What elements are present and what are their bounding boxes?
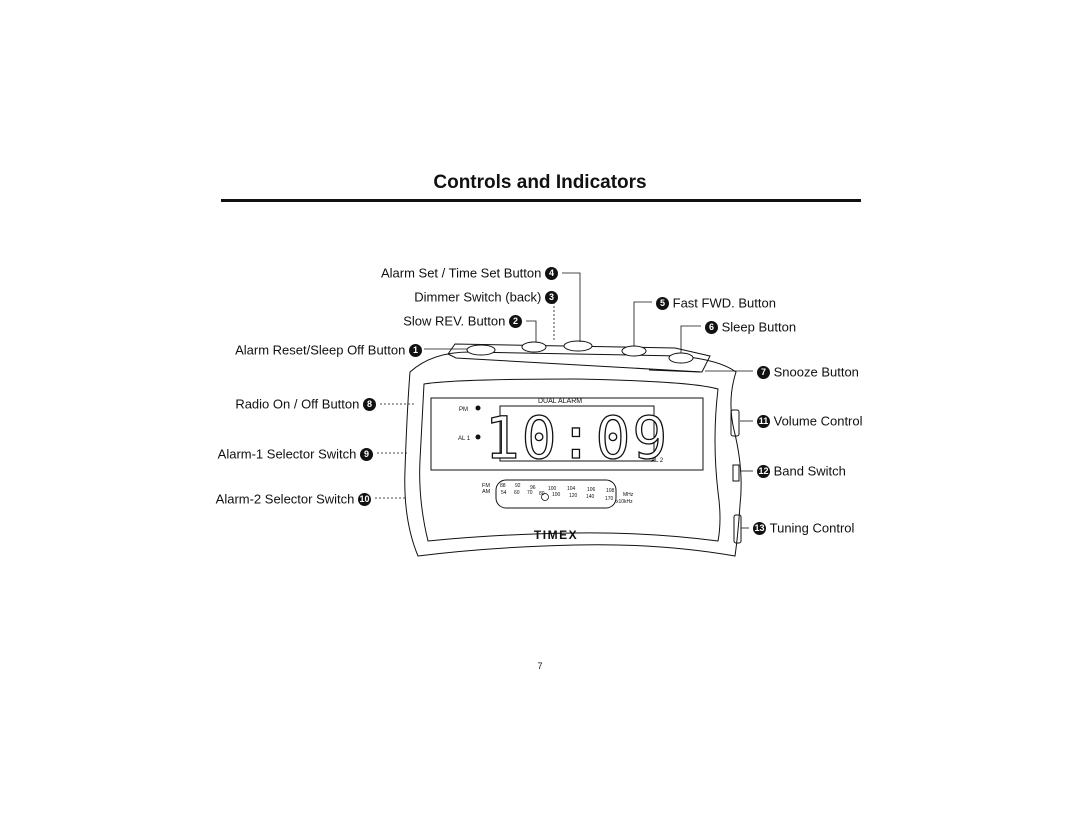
- fm-unit-label: MHz: [623, 492, 634, 498]
- display-window: [430, 397, 704, 471]
- al1-indicator-dot: [475, 434, 481, 440]
- label-radio-on: Radio On / Off Button 8: [235, 396, 376, 413]
- alarm-reset-button: [466, 344, 496, 356]
- am-label: AM: [482, 489, 491, 495]
- label-alarm1-text: Alarm-1 Selector Switch: [217, 446, 357, 462]
- fm-scale-label: 106: [587, 487, 596, 493]
- digit-panel: [499, 405, 655, 462]
- fm-label: FM: [482, 483, 490, 489]
- fm-scale-label: 88: [500, 483, 506, 489]
- label-fast-fwd-text: Fast FWD. Button: [672, 295, 776, 311]
- label-slow-rev: Slow REV. Button 2: [403, 313, 522, 330]
- label-snooze: 7 Snooze Button: [757, 364, 859, 381]
- label-dimmer: Dimmer Switch (back) 3: [414, 289, 558, 306]
- label-band: 12 Band Switch: [757, 463, 846, 480]
- alarm-set-button: [563, 340, 593, 352]
- label-snooze-text: Snooze Button: [773, 364, 859, 380]
- band-switch: [732, 464, 740, 482]
- callout-number-2: 2: [509, 315, 522, 329]
- callout-number-1: 1: [409, 344, 422, 358]
- label-alarm-reset-text: Alarm Reset/Sleep Off Button: [235, 342, 406, 358]
- top-seam: [648, 369, 701, 373]
- time-digits: 10:09: [485, 404, 670, 472]
- label-dimmer-text: Dimmer Switch (back): [414, 289, 542, 305]
- al1-label: AL 1: [458, 436, 471, 442]
- am-scale-label: 54: [501, 490, 507, 496]
- label-sleep-text: Sleep Button: [721, 319, 797, 335]
- label-alarm-set-text: Alarm Set / Time Set Button: [380, 265, 542, 281]
- fm-scale: 88 92 96 100 104 106 108: [500, 483, 615, 494]
- callout-number-11: 11: [757, 415, 770, 429]
- callout-number-6: 6: [705, 321, 718, 335]
- fm-scale-label: 108: [606, 488, 615, 494]
- label-alarm-reset: Alarm Reset/Sleep Off Button 1: [235, 342, 422, 359]
- clock-inner-bezel: [419, 378, 721, 542]
- am-scale-label: 140: [586, 494, 595, 500]
- callout-number-4: 4: [545, 267, 558, 281]
- callout-number-9: 9: [360, 448, 373, 462]
- fast-fwd-button: [621, 345, 647, 357]
- label-alarm-set: Alarm Set / Time Set Button 4: [381, 265, 558, 282]
- label-tuning: 13 Tuning Control: [753, 520, 854, 537]
- slow-rev-button: [521, 341, 547, 353]
- callout-number-5: 5: [656, 297, 669, 311]
- am-scale-label: 100: [552, 492, 561, 498]
- am-scale-label: 170: [605, 496, 614, 502]
- label-sleep: 6 Sleep Button: [705, 319, 796, 336]
- page-number: 7: [537, 661, 543, 671]
- callout-number-3: 3: [545, 291, 558, 305]
- clock-top-panel: [447, 343, 711, 373]
- am-unit-label: x10kHz: [616, 499, 633, 505]
- dual-alarm-label: DUAL ALARM: [538, 398, 582, 405]
- label-volume: 11 Volume Control: [757, 413, 863, 430]
- am-scale-label: 60: [514, 490, 520, 496]
- fm-scale-label: 92: [515, 483, 521, 489]
- fm-scale-label: 100: [548, 486, 557, 492]
- callout-number-13: 13: [753, 522, 766, 536]
- fm-scale-label: 96: [530, 485, 536, 491]
- callout-number-7: 7: [757, 366, 770, 380]
- leader-alarm-set: [562, 272, 581, 342]
- am-scale: 54 60 70 80 100 120 140 170: [501, 490, 614, 502]
- tuning-dial-window: [495, 479, 617, 509]
- title-rule: [221, 199, 861, 202]
- tuning-knob: [733, 514, 742, 544]
- leader-fast-fwd: [633, 301, 652, 346]
- volume-knob: [730, 409, 740, 437]
- sleep-button: [668, 352, 694, 364]
- label-radio-on-text: Radio On / Off Button: [235, 396, 360, 412]
- fm-scale-label: 104: [567, 486, 576, 492]
- leader-slow-rev: [526, 320, 537, 342]
- brand-logo: TIMEX: [534, 528, 578, 542]
- label-band-text: Band Switch: [773, 463, 846, 479]
- label-slow-rev-text: Slow REV. Button: [403, 313, 506, 329]
- leader-sleep: [680, 325, 701, 353]
- am-scale-label: 70: [527, 490, 533, 496]
- callout-number-10: 10: [358, 493, 371, 507]
- am-scale-label: 80: [539, 491, 545, 497]
- clock-body-outline: [404, 351, 742, 557]
- label-alarm2-text: Alarm-2 Selector Switch: [215, 491, 355, 507]
- callout-number-8: 8: [363, 398, 376, 412]
- page-title: Controls and Indicators: [433, 172, 647, 193]
- label-alarm1: Alarm-1 Selector Switch 9: [218, 446, 373, 463]
- callout-number-12: 12: [757, 465, 770, 479]
- label-alarm2: Alarm-2 Selector Switch 10: [216, 491, 371, 508]
- label-fast-fwd: 5 Fast FWD. Button: [656, 295, 776, 312]
- am-scale-label: 120: [569, 493, 578, 499]
- al2-label: AL 2: [651, 458, 664, 464]
- label-tuning-text: Tuning Control: [769, 520, 855, 536]
- pm-label: PM: [459, 407, 468, 413]
- label-volume-text: Volume Control: [773, 413, 863, 429]
- pm-indicator-dot: [475, 405, 481, 411]
- dial-pointer: [541, 493, 549, 501]
